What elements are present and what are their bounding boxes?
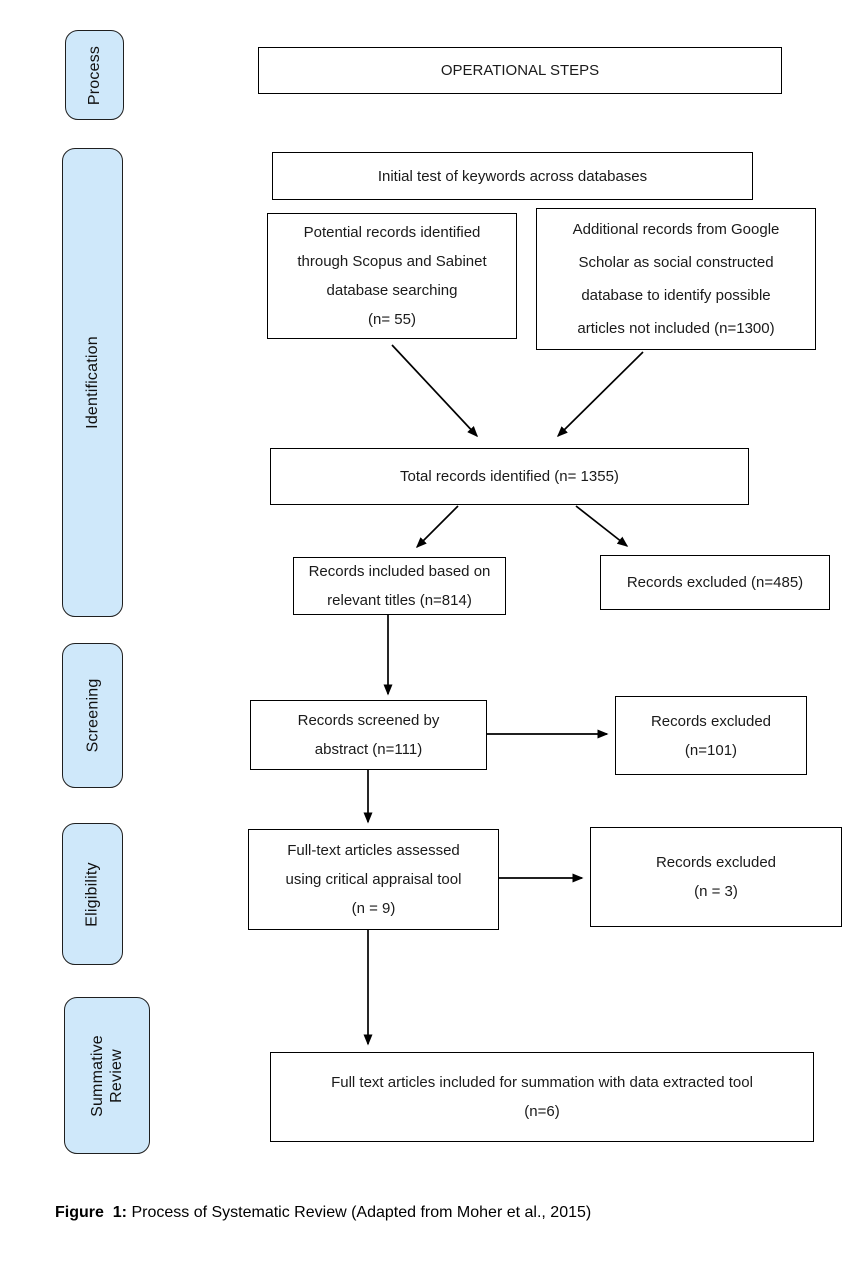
box-scopus-sabinet-label: Potential records identified through Sco… [297,224,487,328]
box-google-scholar: Additional records from Google Scholar a… [536,208,816,350]
box-total-records-label: Total records identified (n= 1355) [400,468,619,485]
stage-identification: Identification [62,148,123,617]
stage-eligibility: Eligibility [62,823,123,965]
box-included-summation-label: Full text articles included for summatio… [331,1074,753,1120]
box-fulltext-assessed: Full-text articles assessed using critic… [248,829,499,930]
stage-summative-review-label: Summative Review [88,1034,125,1117]
box-operational-steps: OPERATIONAL STEPS [258,47,782,94]
figure-caption: Figure 1: Process of Systematic Review (… [55,1204,591,1222]
box-screened-abstract: Records screened by abstract (n=111) [250,700,487,770]
stage-eligibility-label: Eligibility [84,861,102,927]
box-initial-test: Initial test of keywords across database… [272,152,753,200]
arrow-total-to-included [415,505,459,549]
stage-screening-label: Screening [84,678,102,753]
figure-caption-text: Process of Systematic Review (Adapted fr… [127,1204,592,1221]
box-excluded-titles-label: Records excluded (n=485) [626,574,804,591]
arrow-total-to-excluded485 [575,505,629,547]
stage-process-label: Process [86,45,104,105]
figure-caption-prefix: Figure 1: [55,1204,128,1221]
box-excluded-fulltext: Records excluded (n = 3) [590,827,842,927]
stage-identification-label: Identification [84,336,102,429]
box-screened-abstract-label: Records screened by abstract (n=111) [297,712,440,758]
arrow-google-to-total [556,351,644,438]
box-operational-steps-label: OPERATIONAL STEPS [440,62,600,79]
box-included-titles: Records included based on relevant title… [293,557,506,615]
box-included-summation: Full text articles included for summatio… [270,1052,814,1142]
box-initial-test-label: Initial test of keywords across database… [377,167,648,185]
box-google-scholar-label: Additional records from Google Scholar a… [572,221,780,337]
box-total-records: Total records identified (n= 1355) [270,448,749,505]
box-included-titles-label: Records included based on relevant title… [308,563,491,609]
stage-process: Process [65,30,124,120]
box-fulltext-assessed-label: Full-text articles assessed using critic… [285,842,462,917]
box-excluded-fulltext-label: Records excluded (n = 3) [655,854,777,900]
box-excluded-titles: Records excluded (n=485) [600,555,830,610]
stage-screening: Screening [62,643,123,788]
arrow-scopus-to-total [391,344,479,438]
stage-summative-review: Summative Review [64,997,150,1154]
box-excluded-abstract-label: Records excluded (n=101) [650,712,772,759]
box-excluded-abstract: Records excluded (n=101) [615,696,807,775]
box-scopus-sabinet: Potential records identified through Sco… [267,213,517,339]
